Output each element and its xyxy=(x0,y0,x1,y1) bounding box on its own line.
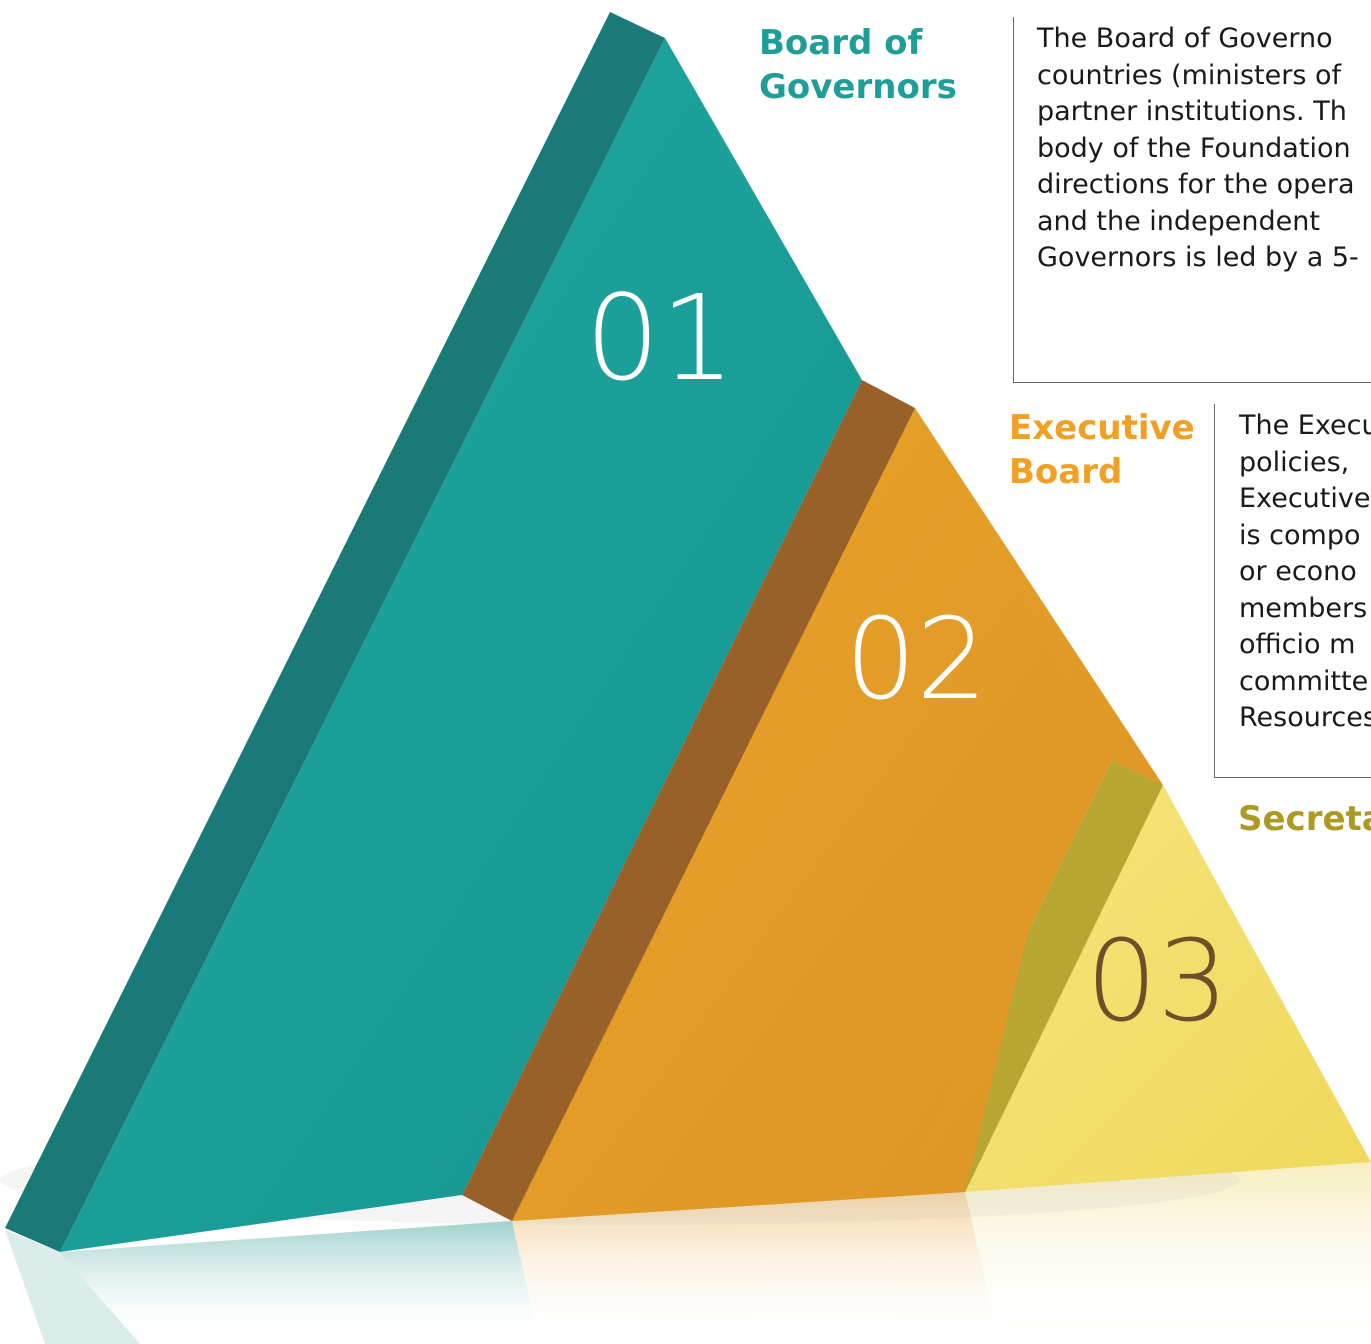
description-line: members xyxy=(1239,592,1368,624)
tier-01-number: 01 xyxy=(585,269,735,407)
tier-03-number: 03 xyxy=(1086,917,1229,1047)
description-line: directions for the opera xyxy=(1037,169,1355,200)
description-line: officio m xyxy=(1239,629,1356,660)
description-line: committe xyxy=(1239,665,1369,697)
tier-01-front-face xyxy=(60,38,862,1252)
description-line: policies, xyxy=(1239,446,1350,478)
description-line: is compo xyxy=(1239,519,1361,551)
heading-line: Executive xyxy=(1009,408,1195,448)
description-line: Resources xyxy=(1239,702,1371,733)
reflection-teal xyxy=(60,1221,540,1344)
board-of-governors-description: The Board of Governo countries (minister… xyxy=(1013,17,1371,383)
tier-01-left-face xyxy=(5,12,665,1252)
tier-02-number: 02 xyxy=(845,595,988,725)
description-line: or econo xyxy=(1239,556,1357,587)
description-line: partner institutions. Th xyxy=(1037,96,1347,127)
heading-line: Governors xyxy=(759,67,957,107)
heading-line: Board xyxy=(1009,452,1123,492)
tier-01-shape xyxy=(5,12,862,1252)
tier-02-shape xyxy=(462,380,1163,1221)
description-line: The Execu xyxy=(1239,410,1371,441)
reflection-orange xyxy=(512,1192,1000,1344)
reflection-yellow xyxy=(965,1162,1371,1344)
secretariat-heading: Secreta xyxy=(1238,797,1371,841)
board-of-governors-heading: Board of Governors xyxy=(759,21,957,109)
executive-board-heading: Executive Board xyxy=(1009,406,1195,494)
description-line: and the independent xyxy=(1037,205,1320,237)
executive-board-description: The Execu policies, Executive is compo o… xyxy=(1214,404,1371,778)
tier-03-front-face xyxy=(965,785,1371,1192)
description-line: Executive xyxy=(1239,483,1371,514)
description-line: body of the Foundation xyxy=(1037,132,1351,164)
reflection-teal-side xyxy=(5,1230,140,1344)
heading-line: Board of xyxy=(759,23,923,63)
heading-line: Secreta xyxy=(1238,799,1371,839)
description-line: Governors is led by a 5- xyxy=(1037,242,1359,273)
description-line: countries (ministers of xyxy=(1037,59,1342,91)
tier-02-front-face-fill xyxy=(512,408,1112,1221)
tier-02-left-face xyxy=(462,380,915,1221)
description-line: The Board of Governo xyxy=(1037,23,1333,54)
